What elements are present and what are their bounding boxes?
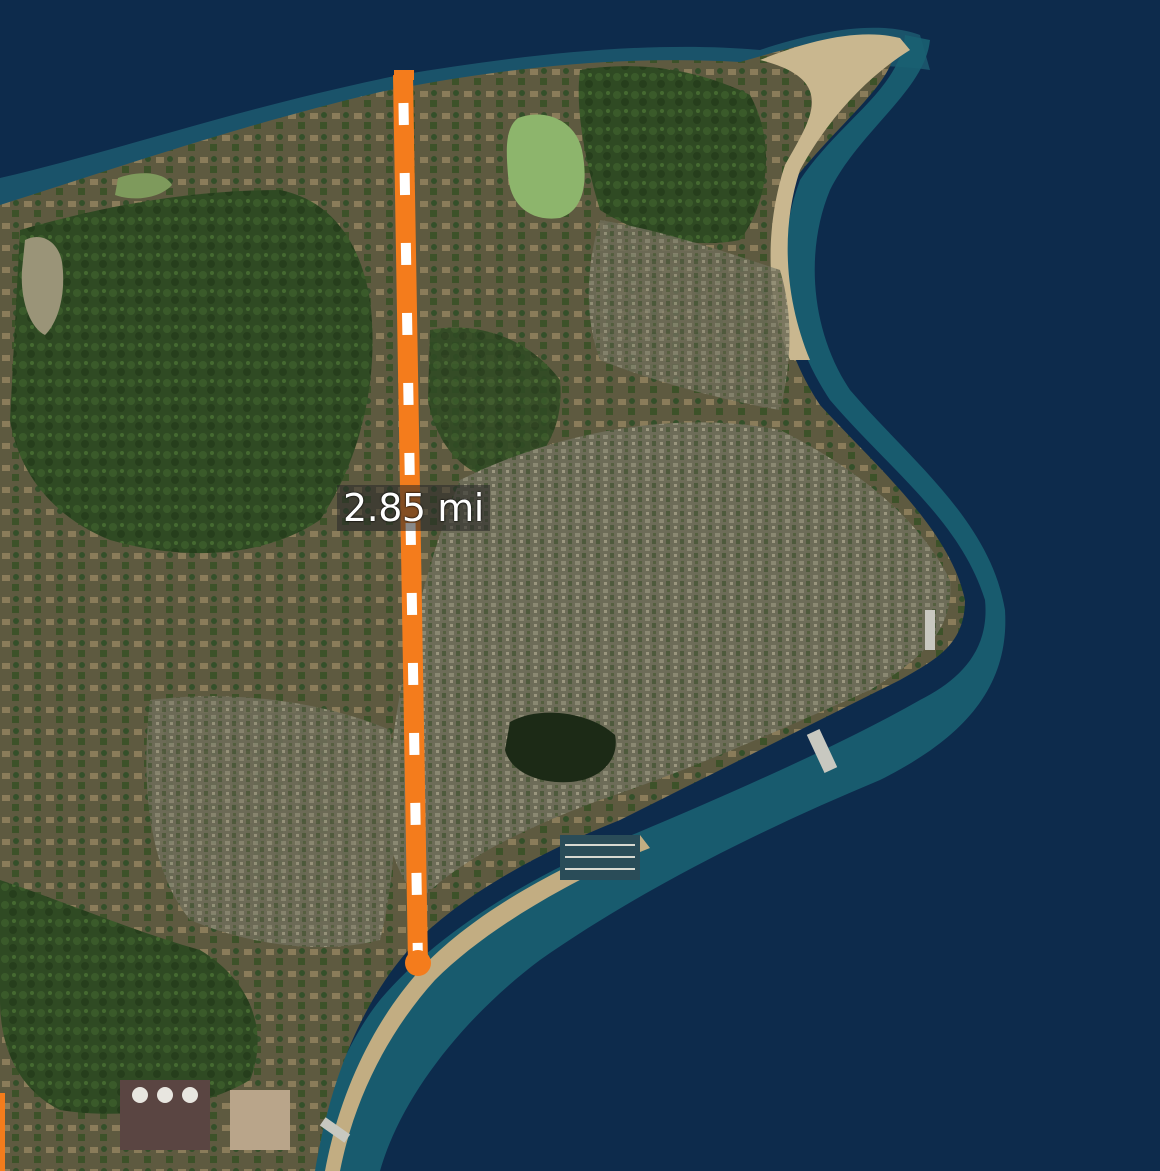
measurement-endpoint-handle[interactable]: [405, 950, 431, 976]
forest-central: [428, 327, 561, 480]
edge-marker: [0, 1093, 5, 1171]
forest-west: [10, 190, 373, 554]
measurement-startpoint-handle[interactable]: [394, 70, 414, 80]
lake-north: [506, 114, 585, 219]
forest-northeast: [578, 66, 767, 244]
town-northeast: [588, 220, 790, 410]
town-southwest: [146, 696, 396, 948]
clearing-west: [21, 236, 64, 335]
harbor-piers: [319, 610, 935, 1143]
marina: [560, 835, 640, 880]
pond-central: [505, 712, 616, 783]
town-area: [386, 422, 951, 900]
forest-southwest: [0, 880, 258, 1114]
distance-label: 2.85 mi: [337, 485, 490, 531]
clearing-northwest: [115, 173, 172, 199]
industrial-area: [120, 1080, 290, 1150]
beach-east: [760, 34, 910, 361]
